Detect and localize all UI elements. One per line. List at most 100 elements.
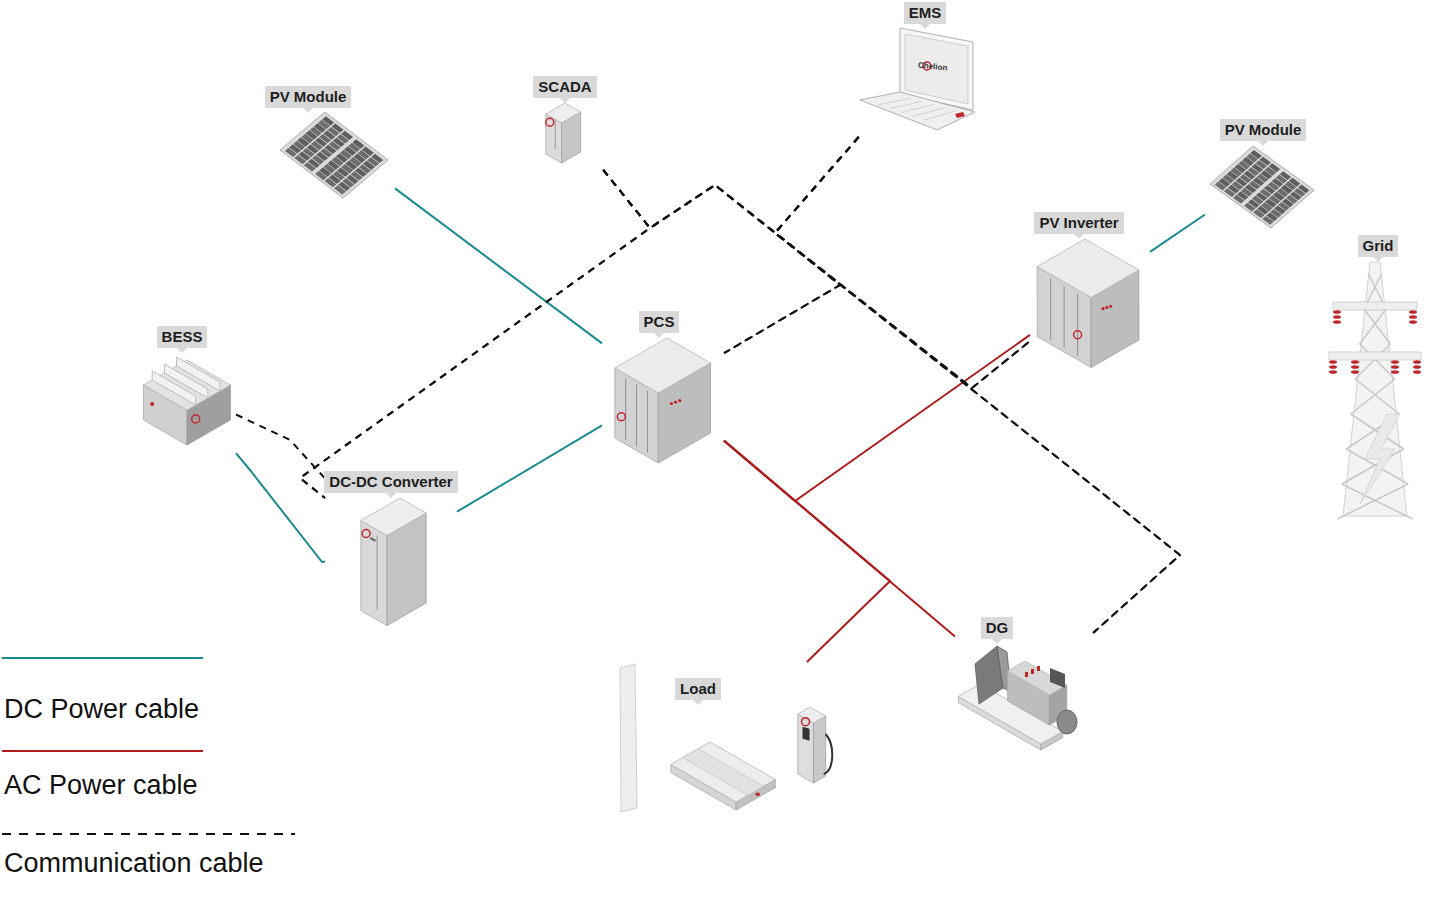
bess-ridge [177,357,221,391]
lightning-bolt [1360,414,1400,504]
insulator [1413,370,1421,374]
ac-cable-sample [2,750,203,752]
laptop-base [860,92,975,130]
scada-cabinet: SCADA [525,75,605,170]
icon-group [958,646,1077,750]
node-icon [1325,234,1425,524]
insulator [1409,315,1417,319]
dc-dc-converter: DC-DC Converter [325,470,457,632]
load-cabinet-flat-top-face [671,742,775,802]
solar-cell [352,139,364,148]
solar-cell [1298,184,1309,193]
brand-logo [546,118,554,126]
scada-cabinet-top-face [546,103,581,123]
tower-brace [1342,484,1413,519]
pv-module: PV Module [275,86,395,201]
cabinet-door-seam [1064,286,1065,348]
pv-inverter: PV Inverter [1030,211,1150,374]
icon-group [1037,239,1139,368]
laptop-display [905,34,968,104]
icon-group [860,28,975,130]
solar-cell [1260,157,1271,166]
keyboard-row [924,111,956,120]
icon-group [620,664,832,812]
solar-cell [332,124,344,133]
icon-group [546,103,581,163]
ac-power-cable [724,441,890,662]
legend-item: AC Power cable [4,770,198,801]
indicator-light [678,399,681,402]
dc-cable-sample [2,657,203,659]
insulator [1391,365,1399,369]
cabinet-door-seam [636,385,637,447]
insulator [1409,320,1417,324]
indicator-light [1109,305,1112,308]
icon-group [1210,146,1314,228]
node-label-tag: DG [981,617,1014,639]
ems-laptop: EMS [855,2,980,137]
node-icon [1030,211,1150,374]
tower-brace [1355,379,1399,414]
cabinet-door-seam [555,119,556,149]
cabinet-door-seam [1050,278,1051,340]
communication-cable [775,137,1180,633]
insulator [1329,370,1337,374]
cabinet-door-seam [647,391,648,453]
node-icon [615,662,843,814]
tower-crossarm [1329,352,1421,360]
tower-brace [1360,344,1395,379]
indicator-light [373,539,376,542]
icon-group [361,498,426,626]
node-label-tag: EMS [904,2,947,24]
tower-brace [1360,309,1386,344]
indicator-light [756,793,760,796]
icon-group [1329,262,1421,519]
indicator-light [1101,307,1104,310]
insulator [1351,370,1359,374]
charger-cable [824,734,833,774]
insulator [1413,360,1421,364]
solar-cell [371,154,383,163]
legend-text: Communication cable [4,848,264,878]
charger-screen [803,727,810,741]
solar-cell [341,131,353,140]
indicator-light [670,402,673,405]
panel-frame [1210,146,1314,228]
tower-brace [1355,344,1390,379]
communication-cable [603,170,840,353]
insulator [1351,365,1359,369]
load-pole [620,664,637,812]
insulator [1391,360,1399,364]
panel-frame [280,112,388,198]
dc-dc-cabinet-top-face [361,498,426,536]
brand-logo [617,413,625,421]
solar-cell [1269,163,1280,172]
legend-item: Communication cable [4,848,264,879]
insulator [1351,360,1359,364]
dc-power-cable [1150,215,1205,252]
dc-power-cable [395,188,602,343]
indicator-light [150,402,154,406]
solar-cell [1280,171,1291,180]
dc-power-cable [236,453,325,562]
node-label-tag: PV Module [265,86,352,108]
dc-dc-cabinet-left-face [361,521,387,626]
icon-group [144,357,231,445]
solar-cell [322,116,334,125]
brand-logo [802,718,810,726]
engine-filter [1050,668,1065,688]
icon-group [615,338,711,463]
communication-cable [236,415,325,479]
node-label-tag: BESS [157,326,208,348]
bess-container: BESS [132,325,236,455]
indicator-light [1037,666,1040,671]
keyboard-row [890,101,923,108]
diesel-generator: DG [955,616,1093,774]
node-label-tag: PCS [639,311,680,333]
indicator-light [1105,306,1108,309]
engine-flywheel [1057,710,1077,734]
pv-module: PV Module [1205,118,1320,233]
load-group: Load [615,662,843,814]
keyboard-row [912,108,944,117]
legend-text: DC Power cable [4,694,199,724]
